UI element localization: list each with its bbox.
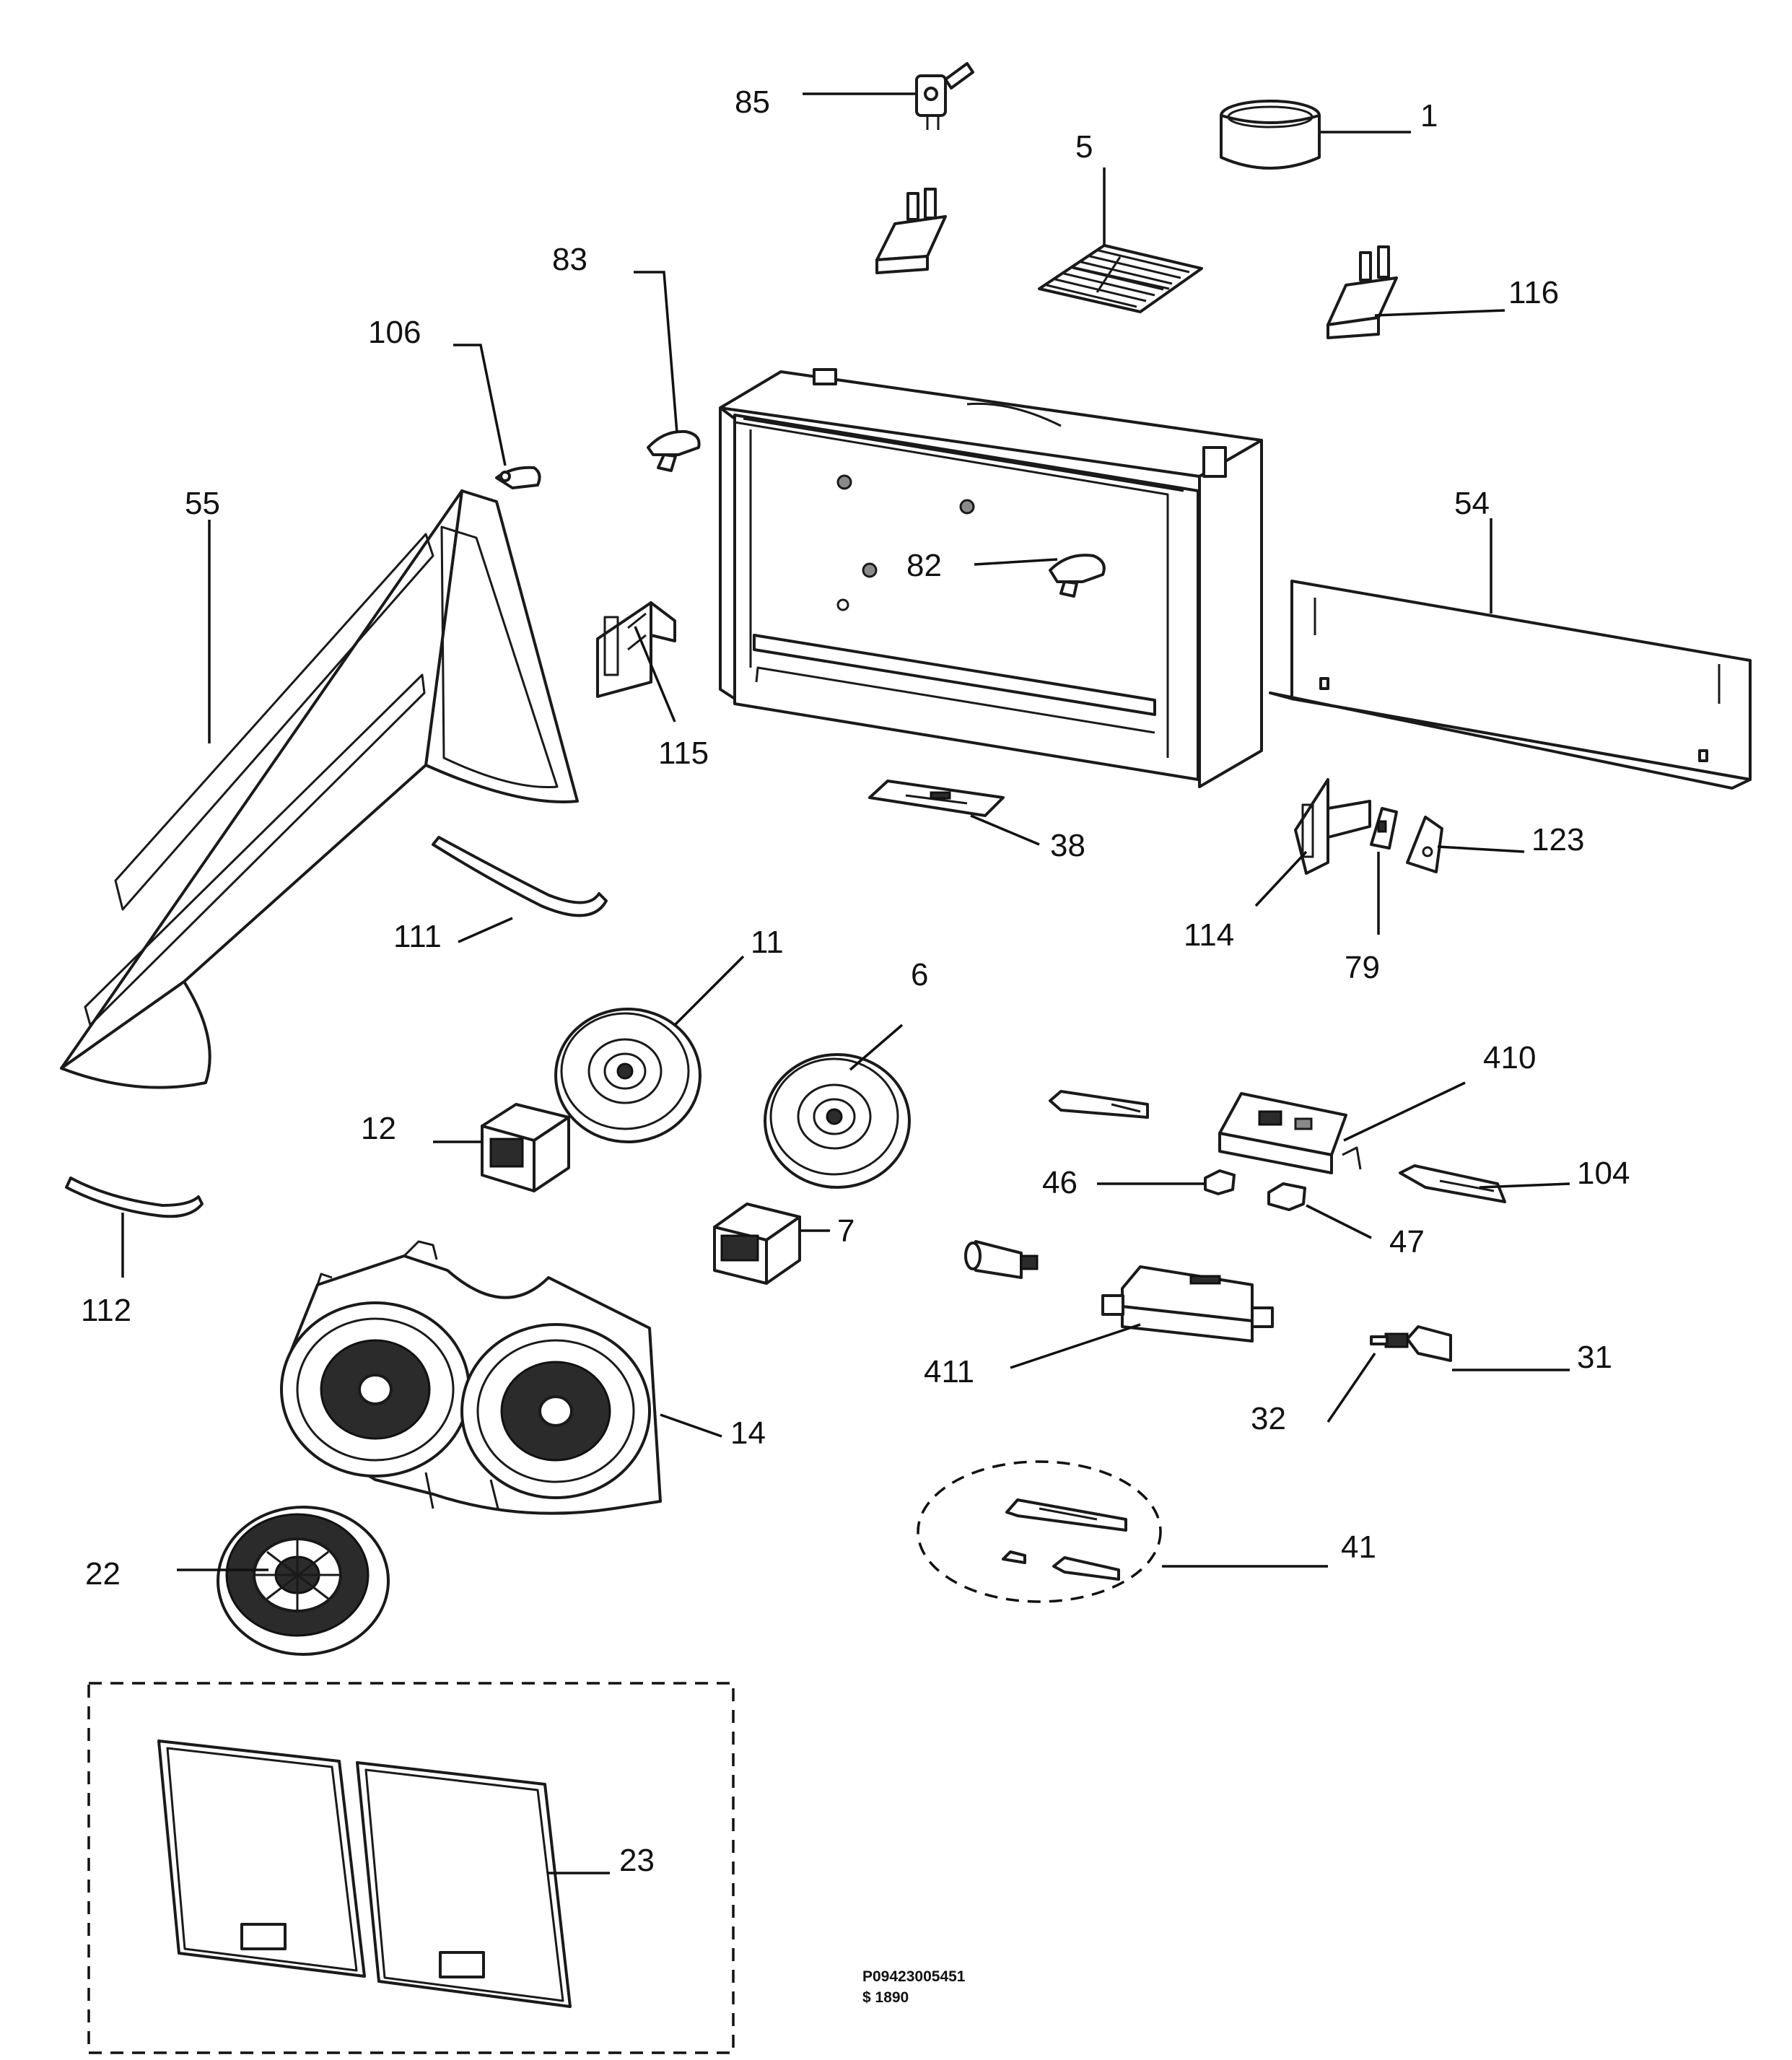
callout-54: 54 xyxy=(1454,486,1490,521)
leader-115 xyxy=(634,626,676,723)
part-106-clip xyxy=(495,466,541,489)
leader-106 xyxy=(453,344,507,466)
leader-38 xyxy=(970,814,1040,846)
leader-411 xyxy=(1010,1323,1141,1369)
part-lamp-a xyxy=(1049,1090,1149,1119)
part-123-plate xyxy=(1406,816,1443,873)
callout-22: 22 xyxy=(85,1556,121,1592)
callout-410: 410 xyxy=(1483,1040,1536,1075)
callout-85: 85 xyxy=(735,84,770,120)
part-mounting-bracket-a xyxy=(875,188,947,274)
callout-114: 114 xyxy=(1184,917,1234,953)
leader-47 xyxy=(1306,1204,1372,1239)
callout-55: 55 xyxy=(185,486,220,521)
leader-82 xyxy=(974,558,1058,566)
part-115-bracket xyxy=(596,601,676,698)
callout-23: 23 xyxy=(619,1843,655,1878)
part-main-housing xyxy=(719,368,1263,788)
callout-411: 411 xyxy=(924,1354,974,1389)
callout-14: 14 xyxy=(730,1415,766,1451)
callout-104: 104 xyxy=(1577,1156,1630,1191)
part-104-lamp xyxy=(1399,1164,1506,1203)
callout-32: 32 xyxy=(1251,1401,1286,1436)
part-31-lamp-socket xyxy=(1370,1325,1452,1362)
document-code: P09423005451 xyxy=(862,1968,966,1985)
part-1-duct-collar xyxy=(1220,100,1321,170)
part-112-seal-strip xyxy=(65,1177,204,1218)
callout-83: 83 xyxy=(552,242,587,277)
leader-114 xyxy=(1254,850,1308,907)
part-85-bracket xyxy=(915,62,974,130)
part-12-capacitor xyxy=(481,1103,570,1192)
callout-115: 115 xyxy=(658,736,709,771)
leader-14 xyxy=(660,1413,722,1438)
leader-104 xyxy=(1479,1182,1570,1189)
part-46-connector xyxy=(1204,1169,1236,1195)
leader-111 xyxy=(458,917,513,943)
part-410-control-board xyxy=(1218,1092,1362,1174)
callout-123: 123 xyxy=(1531,822,1584,857)
callout-38: 38 xyxy=(1050,828,1085,863)
callout-46: 46 xyxy=(1042,1165,1078,1200)
part-114-bracket xyxy=(1294,778,1371,875)
leader-123 xyxy=(1437,845,1525,853)
callout-6: 6 xyxy=(911,957,928,992)
callout-1: 1 xyxy=(1420,98,1438,134)
callout-47: 47 xyxy=(1389,1224,1425,1260)
callout-82: 82 xyxy=(906,548,942,583)
callout-112: 112 xyxy=(81,1293,131,1328)
leader-11 xyxy=(673,955,745,1026)
filter-group-boundary xyxy=(87,1682,735,2054)
callout-5: 5 xyxy=(1075,129,1093,165)
part-411-transformer xyxy=(1101,1265,1274,1343)
part-83-clip xyxy=(647,429,701,472)
part-111-seal-strip xyxy=(432,836,608,917)
part-5-grille xyxy=(1038,244,1203,313)
leader-6 xyxy=(849,1024,904,1071)
callout-11: 11 xyxy=(751,925,784,960)
callout-106: 106 xyxy=(368,315,421,350)
part-14-blower-housing xyxy=(280,1240,662,1515)
part-55-chimney-cover xyxy=(60,489,579,1089)
part-47-connector xyxy=(1267,1182,1306,1211)
leader-32 xyxy=(1326,1353,1376,1423)
revision-label: $ 1890 xyxy=(862,1989,909,2006)
callout-12: 12 xyxy=(361,1111,396,1146)
callout-31: 31 xyxy=(1577,1340,1612,1375)
part-41-kit xyxy=(1002,1498,1127,1581)
leader-116 xyxy=(1374,309,1505,317)
callout-111: 111 xyxy=(393,919,442,954)
part-22-impeller xyxy=(217,1506,390,1656)
leader-410 xyxy=(1343,1081,1466,1142)
part-38-switch-plate xyxy=(868,780,1005,817)
part-6-fan-wheel xyxy=(764,1053,911,1189)
callout-116: 116 xyxy=(1508,275,1559,310)
callout-79: 79 xyxy=(1345,950,1380,985)
part-11-fan-wheel xyxy=(554,1008,701,1143)
part-23-grease-filters xyxy=(157,1740,572,2008)
part-7-capacitor xyxy=(713,1203,801,1285)
part-lamp-holder-b xyxy=(964,1240,1039,1279)
part-116-bracket xyxy=(1326,245,1398,339)
kit-41-boundary xyxy=(917,1460,1162,1603)
part-79-clip xyxy=(1370,807,1398,850)
part-54-front-panel xyxy=(1269,580,1752,790)
callout-7: 7 xyxy=(837,1213,855,1249)
leader-83 xyxy=(634,271,678,434)
callout-41: 41 xyxy=(1341,1529,1376,1565)
